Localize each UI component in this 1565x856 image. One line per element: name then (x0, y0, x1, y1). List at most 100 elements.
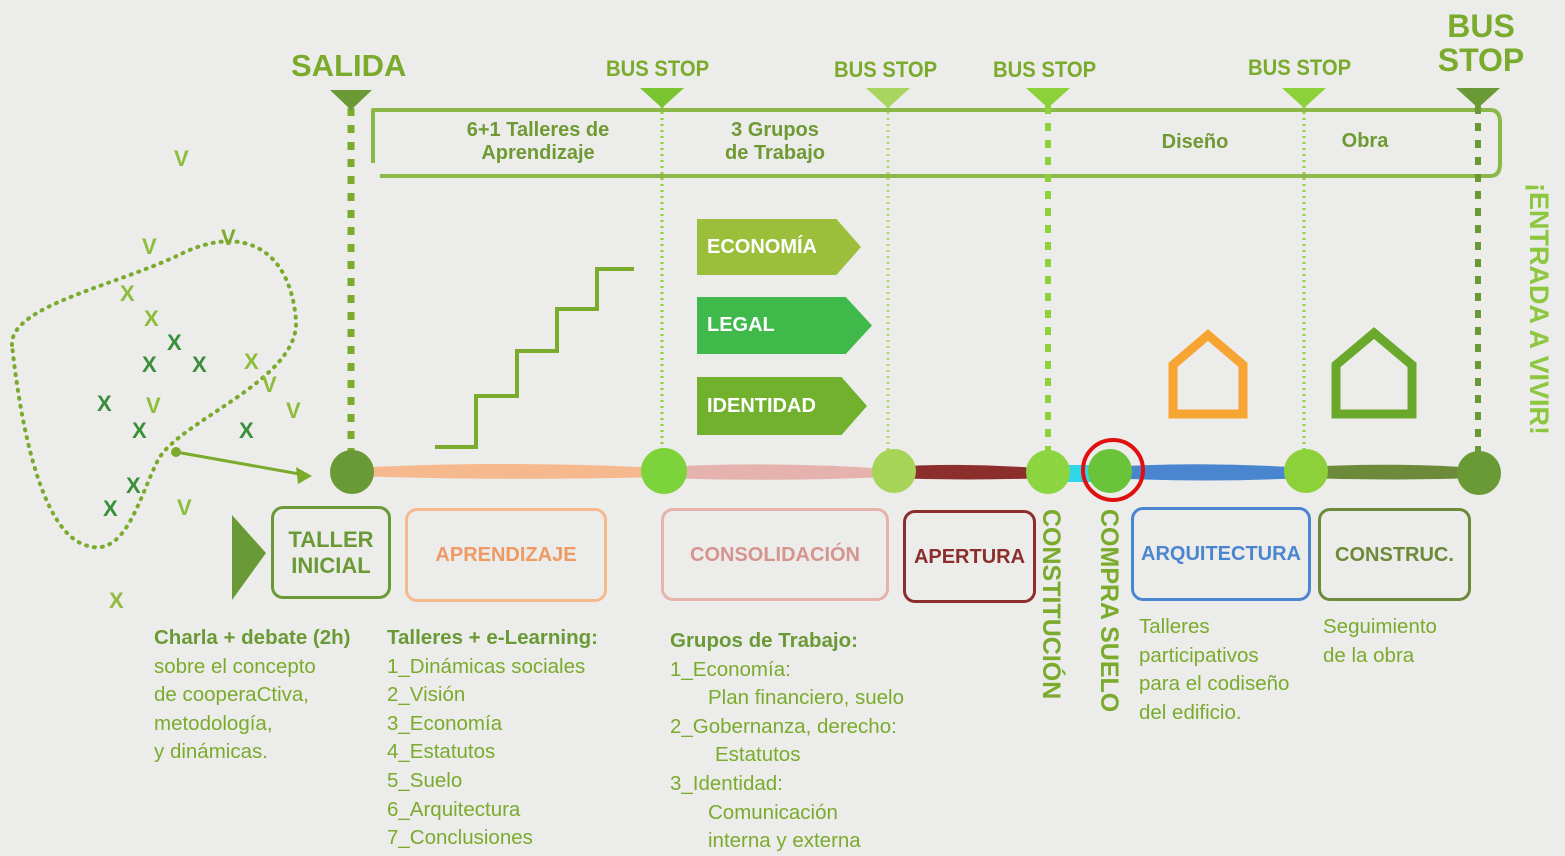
stop-circle-salida (330, 450, 374, 494)
desc-line: Estatutos (715, 743, 801, 767)
stop-circle-1 (641, 448, 687, 494)
top-band-bracket (371, 108, 1502, 178)
desc-line: interna y externa (708, 829, 861, 853)
mark-v: V (174, 146, 189, 171)
desc-aprendizaje: Talleres + e-Learning: 1_Dinámicas socia… (387, 624, 598, 853)
road-consolidacion (662, 464, 888, 480)
aprendizaje-label: APRENDIZAJE (435, 544, 577, 566)
grupos-line2: de Trabajo (724, 142, 826, 164)
stage-aprendizaje: APRENDIZAJE (405, 508, 607, 602)
mark-x: X (109, 588, 124, 613)
obra-label: Obra (1341, 130, 1389, 152)
mark-x: X (144, 306, 159, 331)
house-green-icon (1331, 327, 1417, 419)
stop-circle-final (1457, 451, 1501, 495)
road-construc (1304, 464, 1478, 480)
stop-circle-3 (1026, 450, 1070, 494)
mark-x: X (132, 418, 147, 443)
mark-x: X (142, 352, 157, 377)
highlight-ring (1081, 438, 1145, 502)
desc-line: 1_Dinámicas sociales (387, 654, 586, 678)
desc-line: 7_Conclusiones (387, 826, 533, 850)
group-arrow-head (296, 467, 312, 484)
staircase (435, 267, 634, 449)
desc-line: 6_Arquitectura (387, 797, 521, 821)
desc-grupos-title: Grupos de Trabajo: (670, 629, 858, 652)
desc-construc: Seguimiento de la obra (1323, 613, 1437, 670)
talleres-line1: 6+1 Talleres de (466, 119, 610, 141)
road-arquitectura (1108, 464, 1304, 481)
tag-economia: ECONOMÍA (697, 219, 861, 275)
stop-marker-2 (866, 88, 910, 108)
stop-marker-final (1456, 88, 1500, 108)
tag-identidad: IDENTIDAD (697, 377, 867, 435)
consolidacion-label: CONSOLIDACIÓN (690, 543, 860, 566)
desc-line: 2_Visión (387, 683, 466, 707)
bus-stop-final-line2: STOP (1437, 42, 1525, 78)
apertura-label: APERTURA (913, 545, 1026, 568)
stage-consolidacion: CONSOLIDACIÓN (661, 508, 889, 601)
entrada-a-vivir-label: ¡ENTRADA A VIVIR! (1524, 183, 1554, 435)
construc-label: CONSTRUC. (1335, 543, 1454, 566)
mark-x: X (120, 281, 135, 306)
desc-line: sobre el concepto (154, 654, 316, 678)
taller-line2: INICIAL (291, 552, 371, 578)
desc-arquitectura: Talleres participativos para el codiseño… (1139, 613, 1289, 727)
group-arrow-line (175, 450, 306, 477)
house-orange-icon (1168, 329, 1248, 419)
mark-v: V (286, 398, 301, 423)
stage-taller-inicial: TALLER INICIAL (271, 506, 391, 599)
bus-stop-label-3: BUS STOP (993, 57, 1097, 82)
mark-x: X (192, 352, 207, 377)
stop-circle-4 (1284, 449, 1328, 493)
bus-stop-label-1: BUS STOP (606, 56, 710, 81)
mark-x: X (167, 330, 182, 355)
mark-x: X (103, 496, 118, 521)
stop-marker-3 (1026, 88, 1070, 108)
talleres-line2: Aprendizaje (481, 142, 595, 164)
bus-stop-final-line1: BUS (1447, 8, 1515, 44)
salida-label: SALIDA (291, 48, 407, 83)
stage-apertura: APERTURA (903, 510, 1036, 603)
stage-arquitectura: ARQUITECTURA (1131, 507, 1311, 601)
mark-v: V (221, 225, 236, 250)
desc-line: 3_Identidad: (670, 771, 783, 795)
grupos-label: 3 Grupos de Trabajo (700, 119, 850, 165)
road-apertura (888, 464, 1048, 480)
taller-line1: TALLER (288, 526, 374, 552)
mark-v: V (146, 393, 161, 418)
mark-v: V (262, 372, 277, 397)
tag-legal: LEGAL (697, 297, 872, 354)
stop-circle-2 (872, 449, 916, 493)
desc-line: de cooperaCtiva, (154, 683, 309, 707)
bus-stop-final-label: BUS STOP (1433, 9, 1529, 77)
desc-line: Comunicación (708, 800, 838, 824)
desc-line: 2_Gobernanza, derecho: (670, 714, 897, 738)
desc-line: para el codiseño (1139, 672, 1290, 696)
stage-construc: CONSTRUC. (1318, 508, 1471, 601)
desc-line: participativos (1139, 643, 1259, 667)
desc-line: 4_Estatutos (387, 740, 496, 764)
mark-x: X (239, 418, 254, 443)
desc-line: y dinámicas. (154, 740, 268, 764)
grupos-line1: 3 Grupos (731, 119, 819, 141)
diseno-label: Diseño (1161, 131, 1229, 153)
stop-circle-compra (1088, 449, 1132, 493)
desc-line: Plan financiero, suelo (708, 686, 905, 710)
talleres-label: 6+1 Talleres de Aprendizaje (440, 119, 636, 165)
bus-stop-label-4: BUS STOP (1248, 55, 1352, 80)
desc-taller-title: Charla + debate (2h) (154, 626, 351, 649)
desc-line: de la obra (1323, 643, 1415, 667)
compra-suelo-label: COMPRA SUELO (1095, 509, 1123, 713)
stop-marker-salida (330, 90, 372, 110)
mark-x: X (97, 391, 112, 416)
stop-marker-1 (640, 88, 684, 108)
desc-line: del edificio. (1139, 700, 1242, 724)
desc-line: metodología, (154, 711, 273, 735)
road-aprendizaje (352, 464, 662, 479)
desc-line: 1_Economía: (670, 657, 791, 681)
desc-line: 3_Economía (387, 711, 503, 735)
constitucion-label: CONSTITUCIÓN (1037, 509, 1065, 700)
mark-v: V (177, 495, 192, 520)
